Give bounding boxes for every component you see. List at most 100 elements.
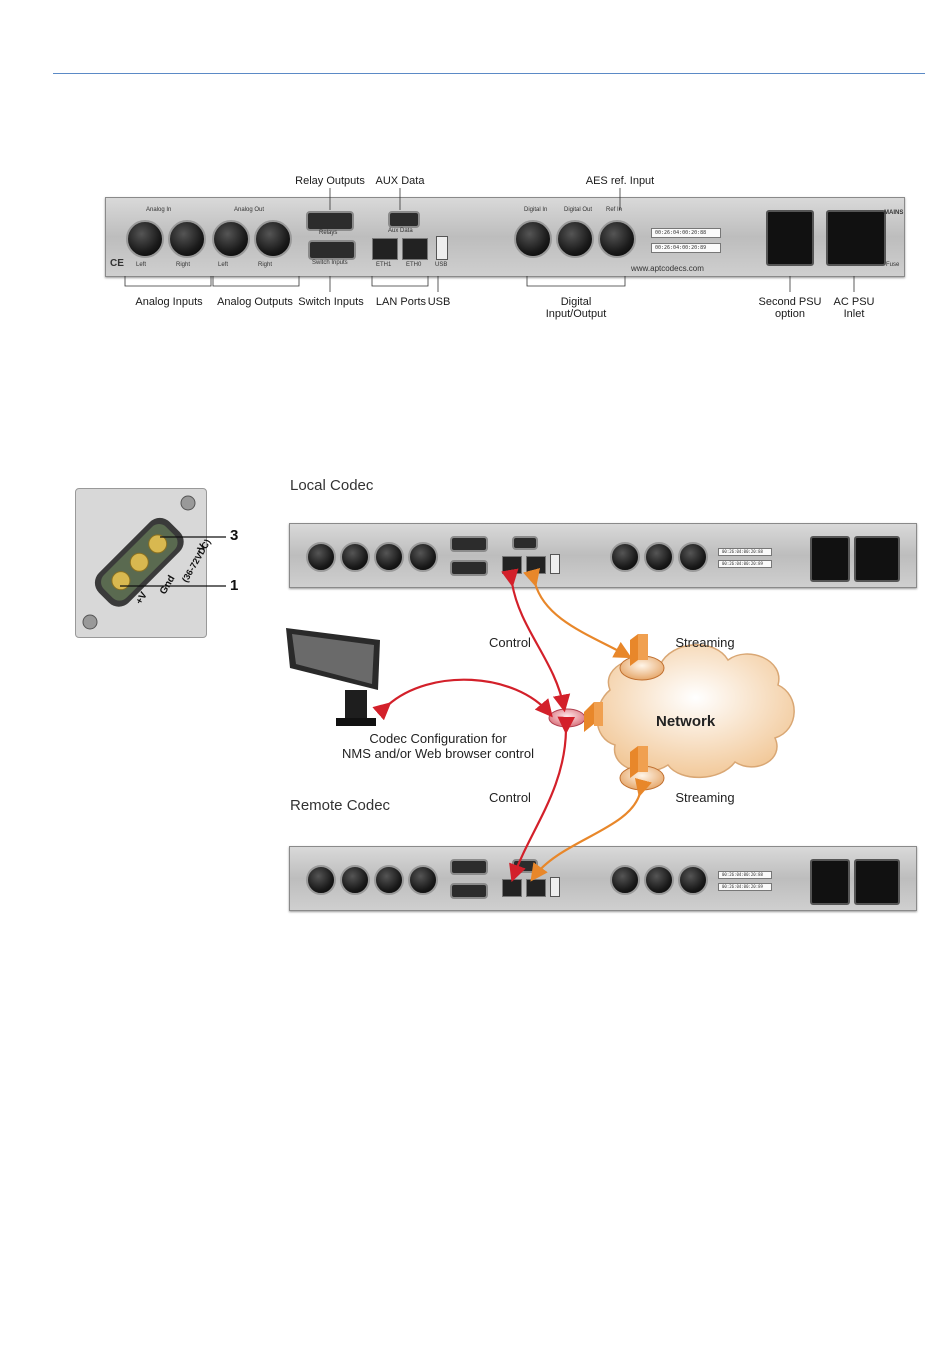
xlr-connector [340, 542, 370, 572]
aux-data-dsub-connector [388, 211, 420, 228]
usb-port [550, 877, 560, 897]
remote-codec-heading: Remote Codec [290, 797, 391, 814]
callout-aes-ref-input: AES ref. Input [585, 175, 655, 187]
ac-psu-inlet [854, 536, 900, 582]
panel-text-eth0: ETH0 [406, 262, 422, 268]
eth0-rj45-port [526, 556, 546, 574]
xlr-connector [610, 865, 640, 895]
dc-psu-connector-photo: +V Gnd (36-72VDC) -V [75, 488, 213, 638]
panel-text-mains: MAINS [884, 210, 904, 216]
xlr-connector [408, 865, 438, 895]
streaming-label-bottom: Streaming [675, 790, 735, 805]
second-psu-inlet [766, 210, 814, 266]
control-arrow-workstation [372, 678, 553, 721]
aux-data-dsub-connector [512, 536, 538, 550]
xlr-connector [610, 542, 640, 572]
callout-usb: USB [427, 296, 451, 308]
switch-inputs-dsub-connector [308, 240, 356, 260]
xlr-connector-digital-in [514, 220, 552, 258]
xlr-connector [678, 542, 708, 572]
panel-text-digital-out: Digital Out [564, 207, 593, 213]
panel-text-fuse: Fuse [886, 262, 900, 268]
mac-label-1: 00:26:04:00:20:88 [718, 548, 772, 556]
mac-label-2: 00:26:04:00:20:89 [718, 883, 772, 891]
eth1-rj45-port [502, 879, 522, 897]
callout-analog-outputs: Analog Outputs [217, 296, 293, 308]
callout-analog-inputs: Analog Inputs [135, 296, 203, 308]
panel-text-analog-in: Analog In [146, 207, 172, 213]
xlr-connector [374, 542, 404, 572]
local-codec-panel: 00:26:04:00:20:88 00:26:04:00:20:89 [289, 523, 917, 588]
second-psu-inlet [810, 859, 850, 905]
dc-connector-graphic [82, 495, 196, 630]
xlr-connector-aes-ref-in [598, 220, 636, 258]
control-label-top: Control [489, 635, 531, 650]
xlr-connector [408, 542, 438, 572]
panel-text-digital-in: Digital In [524, 207, 548, 213]
relay-dsub-connector [450, 859, 488, 875]
callout-relay-outputs: Relay Outputs [295, 175, 365, 187]
header-rule [53, 73, 925, 74]
ce-mark: CE [110, 258, 124, 269]
eth1-rj45-port [502, 556, 522, 574]
mac-label-2: 00:26:04:00:20:89 [651, 243, 721, 253]
xlr-connector [678, 865, 708, 895]
rear-panel-main: Analog In Analog Out Left Right Left Rig… [105, 197, 905, 277]
panel-text-relays: Relays [319, 230, 338, 236]
network-cloud [596, 644, 795, 779]
panel-text-aux-data: Aux Data [388, 228, 413, 234]
panel-text-left: Left [218, 262, 229, 268]
callout-second-psu-line2: option [775, 308, 805, 320]
aux-data-dsub-connector [512, 859, 538, 873]
xlr-connector-analog-out-left [212, 220, 250, 258]
workstation-monitors-icon [286, 628, 380, 726]
remote-codec-panel: 00:26:04:00:20:88 00:26:04:00:20:89 [289, 846, 917, 911]
eth0-rj45-port [402, 238, 428, 260]
eth0-rj45-port [526, 879, 546, 897]
xlr-connector [644, 865, 674, 895]
usb-port [436, 236, 448, 260]
xlr-connector-analog-in-left [126, 220, 164, 258]
panel-text-usb: USB [435, 262, 448, 268]
panel-text-switch-inputs: Switch Inputs [312, 260, 348, 266]
mac-label-1: 00:26:04:00:20:88 [718, 871, 772, 879]
xlr-connector [374, 865, 404, 895]
panel-text-left: Left [136, 262, 147, 268]
relay-dsub-connector [450, 536, 488, 552]
callout-lan-ports: LAN Ports [375, 296, 427, 308]
callout-second-psu-line1: Second PSU [758, 296, 822, 308]
callout-aux-data: AUX Data [375, 175, 425, 187]
switch-inputs-dsub-connector [450, 883, 488, 899]
streaming-router-top-icon [619, 634, 665, 681]
panel-text-right: Right [176, 262, 191, 268]
streaming-arrow-local [523, 567, 632, 659]
eth1-rj45-port [372, 238, 398, 260]
relay-dsub-connector [306, 211, 354, 231]
callout-digital-line1: Digital [560, 296, 592, 308]
mac-label-2: 00:26:04:00:20:89 [718, 560, 772, 568]
panel-text-eth1: ETH1 [376, 262, 392, 268]
xlr-connector [306, 865, 336, 895]
control-label-bottom: Control [489, 790, 531, 805]
panel-website: www.aptcodecs.com [631, 264, 704, 273]
pin-1-label: 1 [230, 577, 239, 594]
panel-text-ref-in: Ref In [606, 207, 623, 213]
callout-digital-line2: Input/Output [545, 308, 607, 320]
usb-port [550, 554, 560, 574]
callout-ac-psu-line2: Inlet [843, 308, 865, 320]
xlr-connector-digital-out [556, 220, 594, 258]
central-router-icon [548, 702, 603, 732]
streaming-router-bottom-icon [619, 746, 665, 791]
pin-3-label: 3 [230, 527, 239, 544]
ac-psu-inlet [854, 859, 900, 905]
config-label-line1: Codec Configuration for [369, 731, 507, 746]
ac-psu-inlet [826, 210, 886, 266]
mac-label-1: 00:26:04:00:20:88 [651, 228, 721, 238]
panel-text-right: Right [258, 262, 273, 268]
switch-inputs-dsub-connector [450, 560, 488, 576]
local-codec-heading: Local Codec [290, 477, 374, 494]
streaming-label-top: Streaming [675, 635, 735, 650]
config-label-line2: NMS and/or Web browser control [342, 746, 534, 761]
callout-switch-inputs: Switch Inputs [298, 296, 364, 308]
panel-text-analog-out: Analog Out [234, 207, 265, 213]
